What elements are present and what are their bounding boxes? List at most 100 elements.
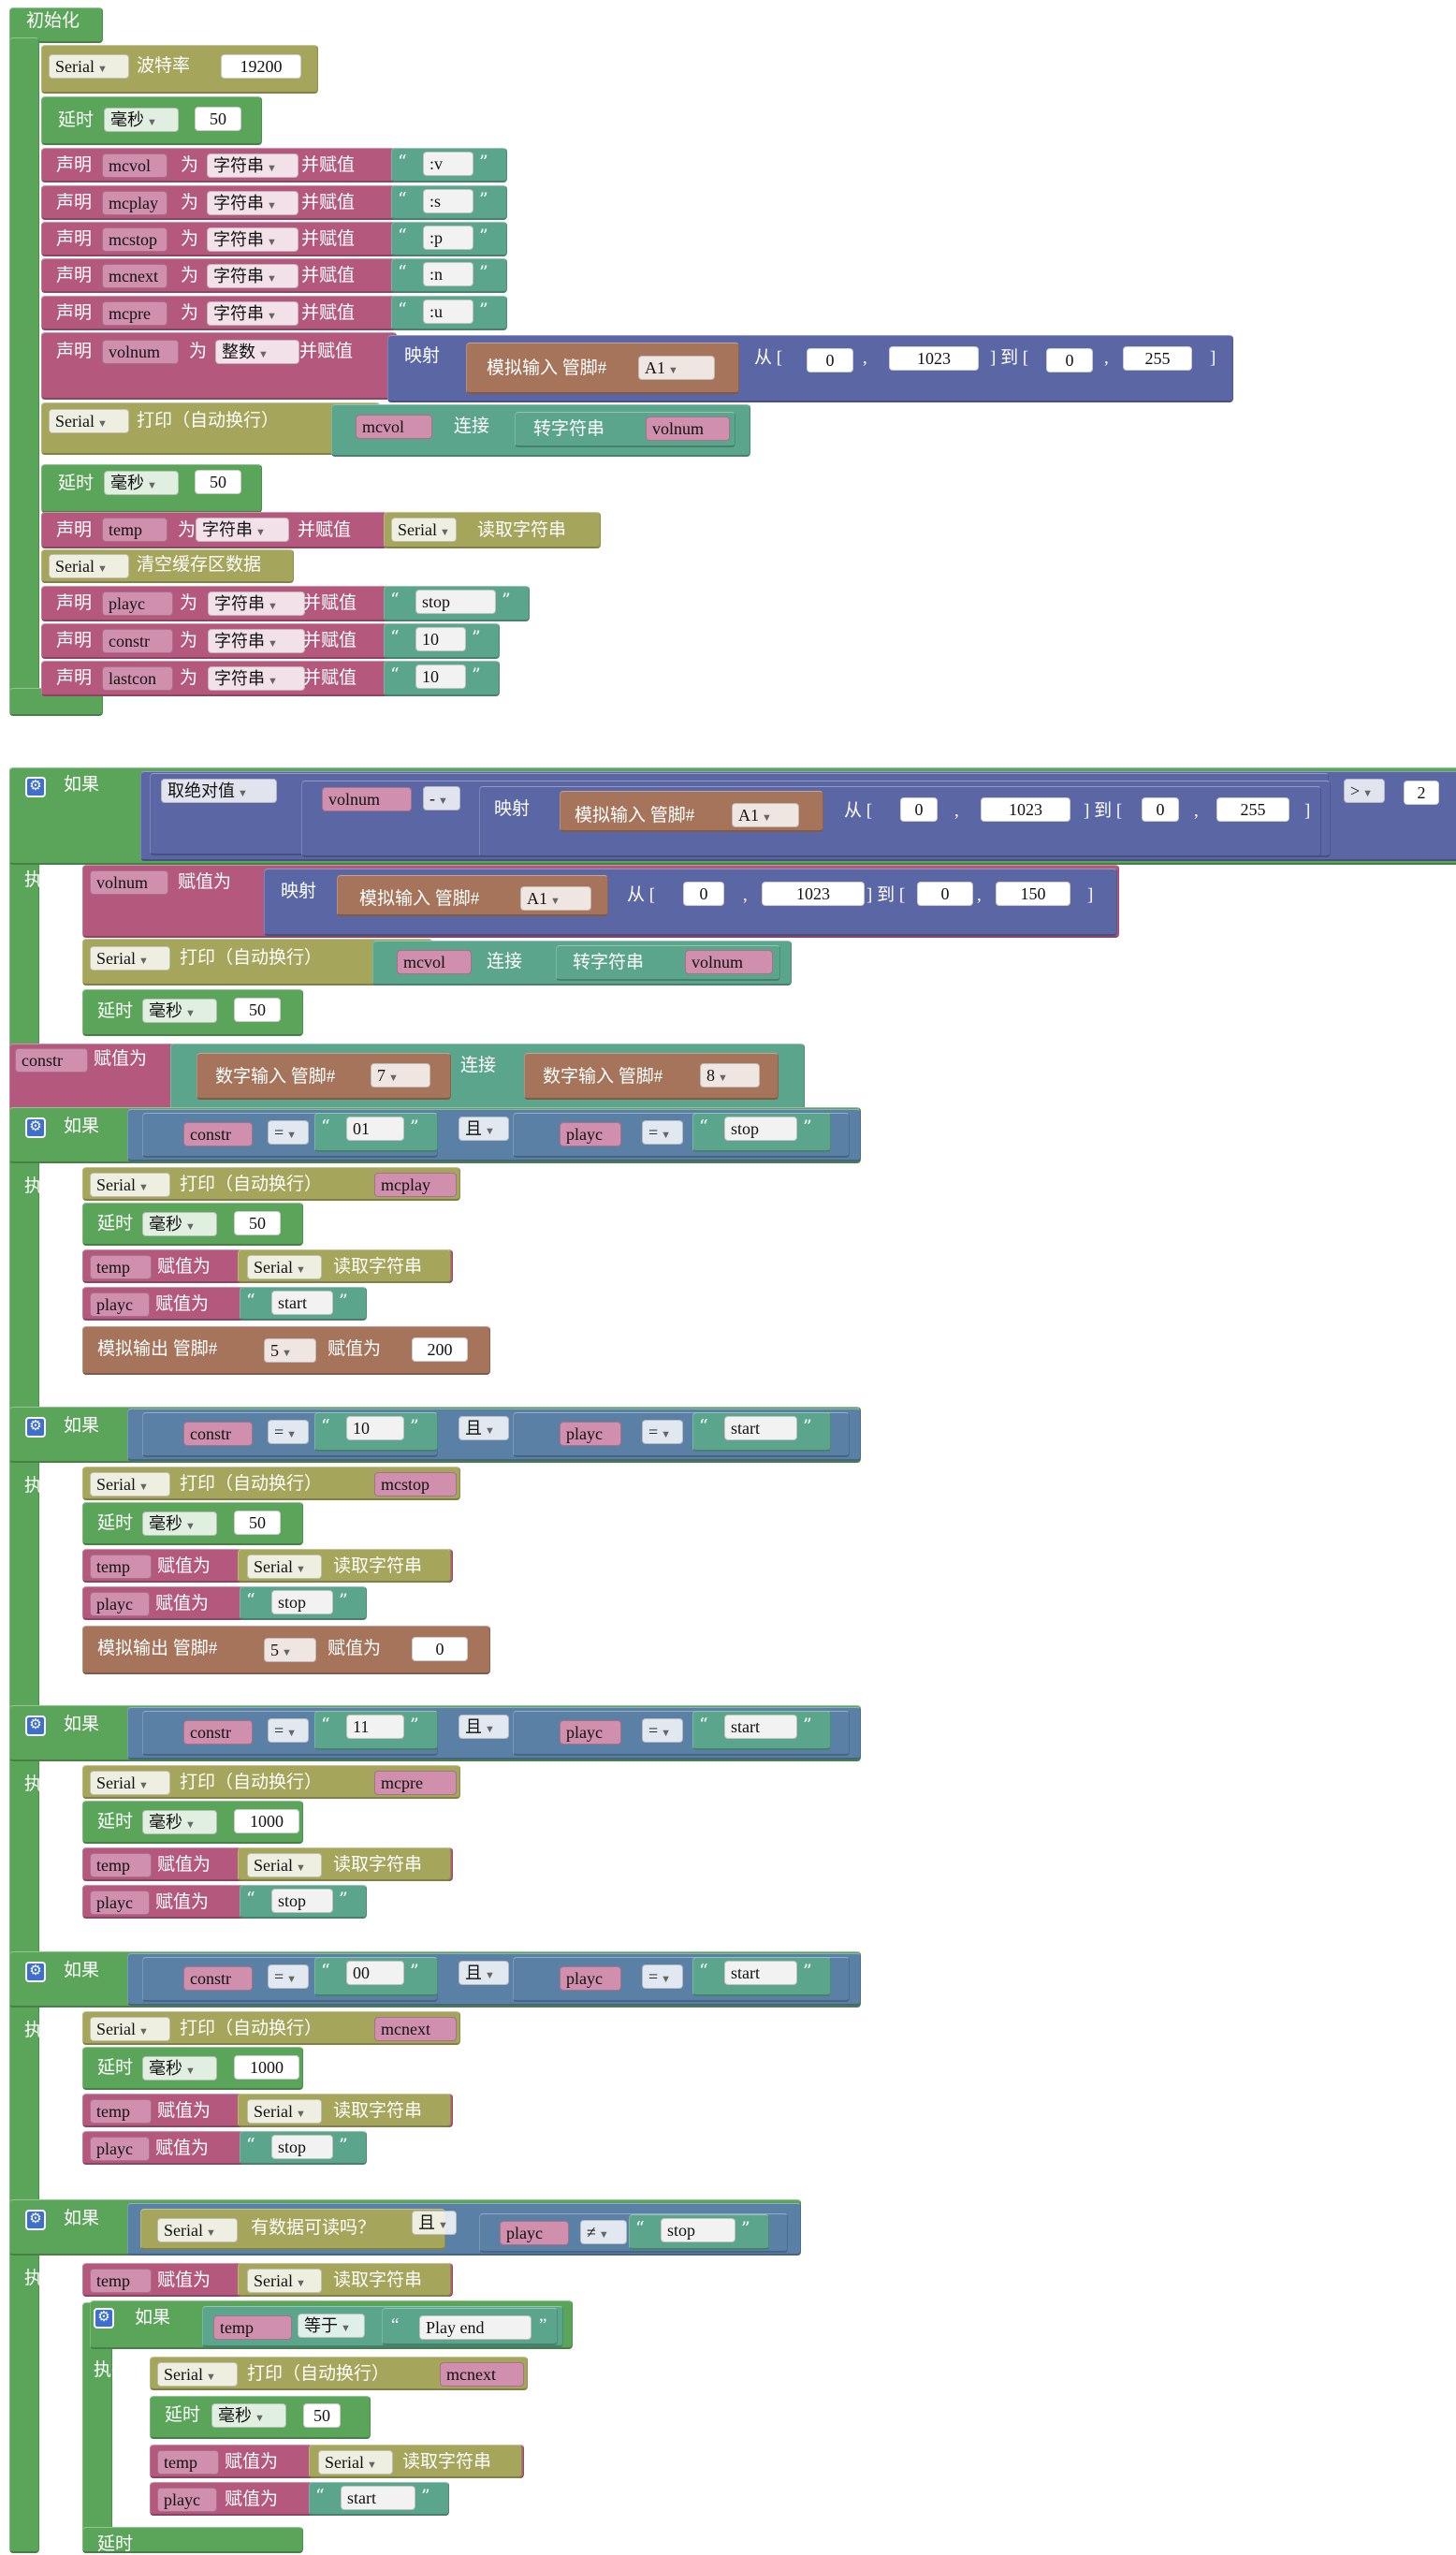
pin-dropdown[interactable]: A1▼ xyxy=(520,886,591,911)
text-field[interactable]: 01 xyxy=(346,1117,404,1141)
text-field[interactable]: :n xyxy=(423,262,473,286)
variable-temp[interactable]: temp xyxy=(90,1555,152,1579)
text-field[interactable]: Play end xyxy=(419,2315,531,2340)
op-dropdown[interactable]: 且▼ xyxy=(459,1117,509,1141)
variable-playc[interactable]: playc xyxy=(90,1592,150,1616)
variable-mcnext[interactable]: mcnext xyxy=(102,264,167,288)
variable-playc[interactable]: playc xyxy=(560,1966,621,1991)
variable-mcstop[interactable]: mcstop xyxy=(374,1472,457,1496)
gear-icon[interactable]: ⚙ xyxy=(25,1117,46,1138)
variable-volnum[interactable]: volnum xyxy=(646,416,730,441)
type-dropdown[interactable]: 字符串▼ xyxy=(207,227,298,252)
op-dropdown[interactable]: =▼ xyxy=(268,1120,309,1145)
number-field[interactable]: 0 xyxy=(683,882,724,906)
variable-constr[interactable]: constr xyxy=(15,1048,88,1073)
number-field[interactable]: 50 xyxy=(234,1211,281,1235)
text-field[interactable]: 11 xyxy=(346,1715,404,1739)
gear-icon[interactable]: ⚙ xyxy=(94,2308,114,2329)
type-dropdown[interactable]: 字符串▼ xyxy=(207,153,298,178)
number-field[interactable]: 19200 xyxy=(221,54,301,79)
gear-icon[interactable]: ⚙ xyxy=(25,1962,46,1982)
op-dropdown[interactable]: 且▼ xyxy=(459,1416,509,1440)
number-field[interactable]: 2 xyxy=(1404,781,1439,805)
variable-playc[interactable]: playc xyxy=(90,2137,150,2161)
variable-mcnext[interactable]: mcnext xyxy=(440,2362,524,2387)
number-field[interactable]: 50 xyxy=(234,1511,281,1535)
variable-playc[interactable]: playc xyxy=(560,1720,621,1745)
op-dropdown[interactable]: 且▼ xyxy=(459,1715,509,1739)
variable-playc[interactable]: playc xyxy=(560,1422,621,1446)
delay-block[interactable] xyxy=(82,2527,303,2553)
op-dropdown[interactable]: =▼ xyxy=(268,1964,309,1989)
variable-volnum[interactable]: volnum xyxy=(322,787,412,811)
text-field[interactable]: :v xyxy=(423,152,473,176)
number-field[interactable]: 0 xyxy=(917,882,973,906)
variable-playc[interactable]: playc xyxy=(90,1292,150,1317)
variable-temp[interactable]: temp xyxy=(90,1853,152,1877)
variable-temp[interactable]: temp xyxy=(90,2099,152,2124)
variable-constr[interactable]: constr xyxy=(183,1966,253,1991)
serial-dropdown[interactable]: Serial▼ xyxy=(247,1555,322,1579)
text-field[interactable]: stop xyxy=(271,1590,333,1614)
serial-dropdown[interactable]: Serial▼ xyxy=(90,1173,170,1197)
op-dropdown[interactable]: ≠▼ xyxy=(580,2220,627,2244)
serial-dropdown[interactable]: Serial▼ xyxy=(318,2450,393,2475)
variable-temp[interactable]: temp xyxy=(157,2450,219,2475)
serial-dropdown[interactable]: Serial▼ xyxy=(90,946,170,971)
type-dropdown[interactable]: 字符串▼ xyxy=(208,591,305,616)
serial-dropdown[interactable]: Serial▼ xyxy=(157,2218,238,2242)
type-dropdown[interactable]: 字符串▼ xyxy=(207,191,298,215)
text-field[interactable]: 00 xyxy=(346,1961,404,1985)
number-field[interactable]: 0 xyxy=(412,1637,468,1661)
serial-dropdown[interactable]: Serial▼ xyxy=(247,2269,322,2293)
variable-constr[interactable]: constr xyxy=(102,629,173,653)
type-dropdown[interactable]: 字符串▼ xyxy=(207,264,298,288)
setup-spine[interactable] xyxy=(9,37,39,709)
text-field[interactable]: :s xyxy=(423,189,473,213)
pin-dropdown[interactable]: 7▼ xyxy=(371,1063,430,1088)
number-field[interactable]: 200 xyxy=(412,1337,468,1362)
pin-dropdown[interactable]: A1▼ xyxy=(732,803,799,827)
type-dropdown[interactable]: 整数▼ xyxy=(215,340,299,364)
variable-constr[interactable]: constr xyxy=(183,1122,253,1146)
gear-icon[interactable]: ⚙ xyxy=(25,2210,46,2230)
serial-dropdown[interactable]: Serial▼ xyxy=(247,2099,322,2124)
unit-dropdown[interactable]: 毫秒▼ xyxy=(142,2056,217,2080)
unit-dropdown[interactable]: 毫秒▼ xyxy=(104,108,179,132)
text-field[interactable]: stop xyxy=(415,590,496,614)
serial-dropdown[interactable]: Serial▼ xyxy=(90,1771,170,1795)
type-dropdown[interactable]: 字符串▼ xyxy=(207,301,298,326)
serial-dropdown[interactable]: Serial▼ xyxy=(49,54,129,79)
number-field[interactable]: 0 xyxy=(1142,797,1179,822)
text-field[interactable]: 10 xyxy=(415,664,466,689)
pin-dropdown[interactable]: 5▼ xyxy=(264,1338,316,1363)
op-dropdown[interactable]: =▼ xyxy=(268,1718,309,1743)
variable-temp[interactable]: temp xyxy=(213,2315,292,2340)
number-field[interactable]: 150 xyxy=(996,882,1070,906)
variable-lastcon[interactable]: lastcon xyxy=(102,666,173,691)
text-field[interactable]: stop xyxy=(271,1889,333,1913)
gear-icon[interactable]: ⚙ xyxy=(25,1417,46,1438)
serial-dropdown[interactable]: Serial▼ xyxy=(90,1472,170,1496)
op-dropdown[interactable]: 且▼ xyxy=(412,2211,457,2235)
text-field[interactable]: stop xyxy=(661,2218,735,2242)
number-field[interactable]: 1023 xyxy=(981,797,1070,822)
serial-dropdown[interactable]: Serial▼ xyxy=(49,554,129,578)
variable-constr[interactable]: constr xyxy=(183,1720,253,1745)
number-field[interactable]: 50 xyxy=(234,998,281,1022)
op-dropdown[interactable]: =▼ xyxy=(642,1420,683,1444)
number-field[interactable]: 255 xyxy=(1123,346,1192,371)
variable-temp[interactable]: temp xyxy=(90,2269,152,2293)
type-dropdown[interactable]: 字符串▼ xyxy=(208,629,305,653)
number-field[interactable]: 0 xyxy=(1046,348,1093,372)
unit-dropdown[interactable]: 毫秒▼ xyxy=(142,1212,217,1236)
unit-dropdown[interactable]: 毫秒▼ xyxy=(142,1511,217,1536)
number-field[interactable]: 1023 xyxy=(762,882,865,906)
text-field[interactable]: stop xyxy=(271,2135,333,2159)
variable-volnum[interactable]: volnum xyxy=(102,340,179,364)
type-dropdown[interactable]: 字符串▼ xyxy=(208,666,305,691)
op-dropdown[interactable]: 等于▼ xyxy=(298,2314,365,2338)
op-dropdown[interactable]: =▼ xyxy=(642,1120,683,1145)
text-field[interactable]: start xyxy=(724,1416,797,1440)
